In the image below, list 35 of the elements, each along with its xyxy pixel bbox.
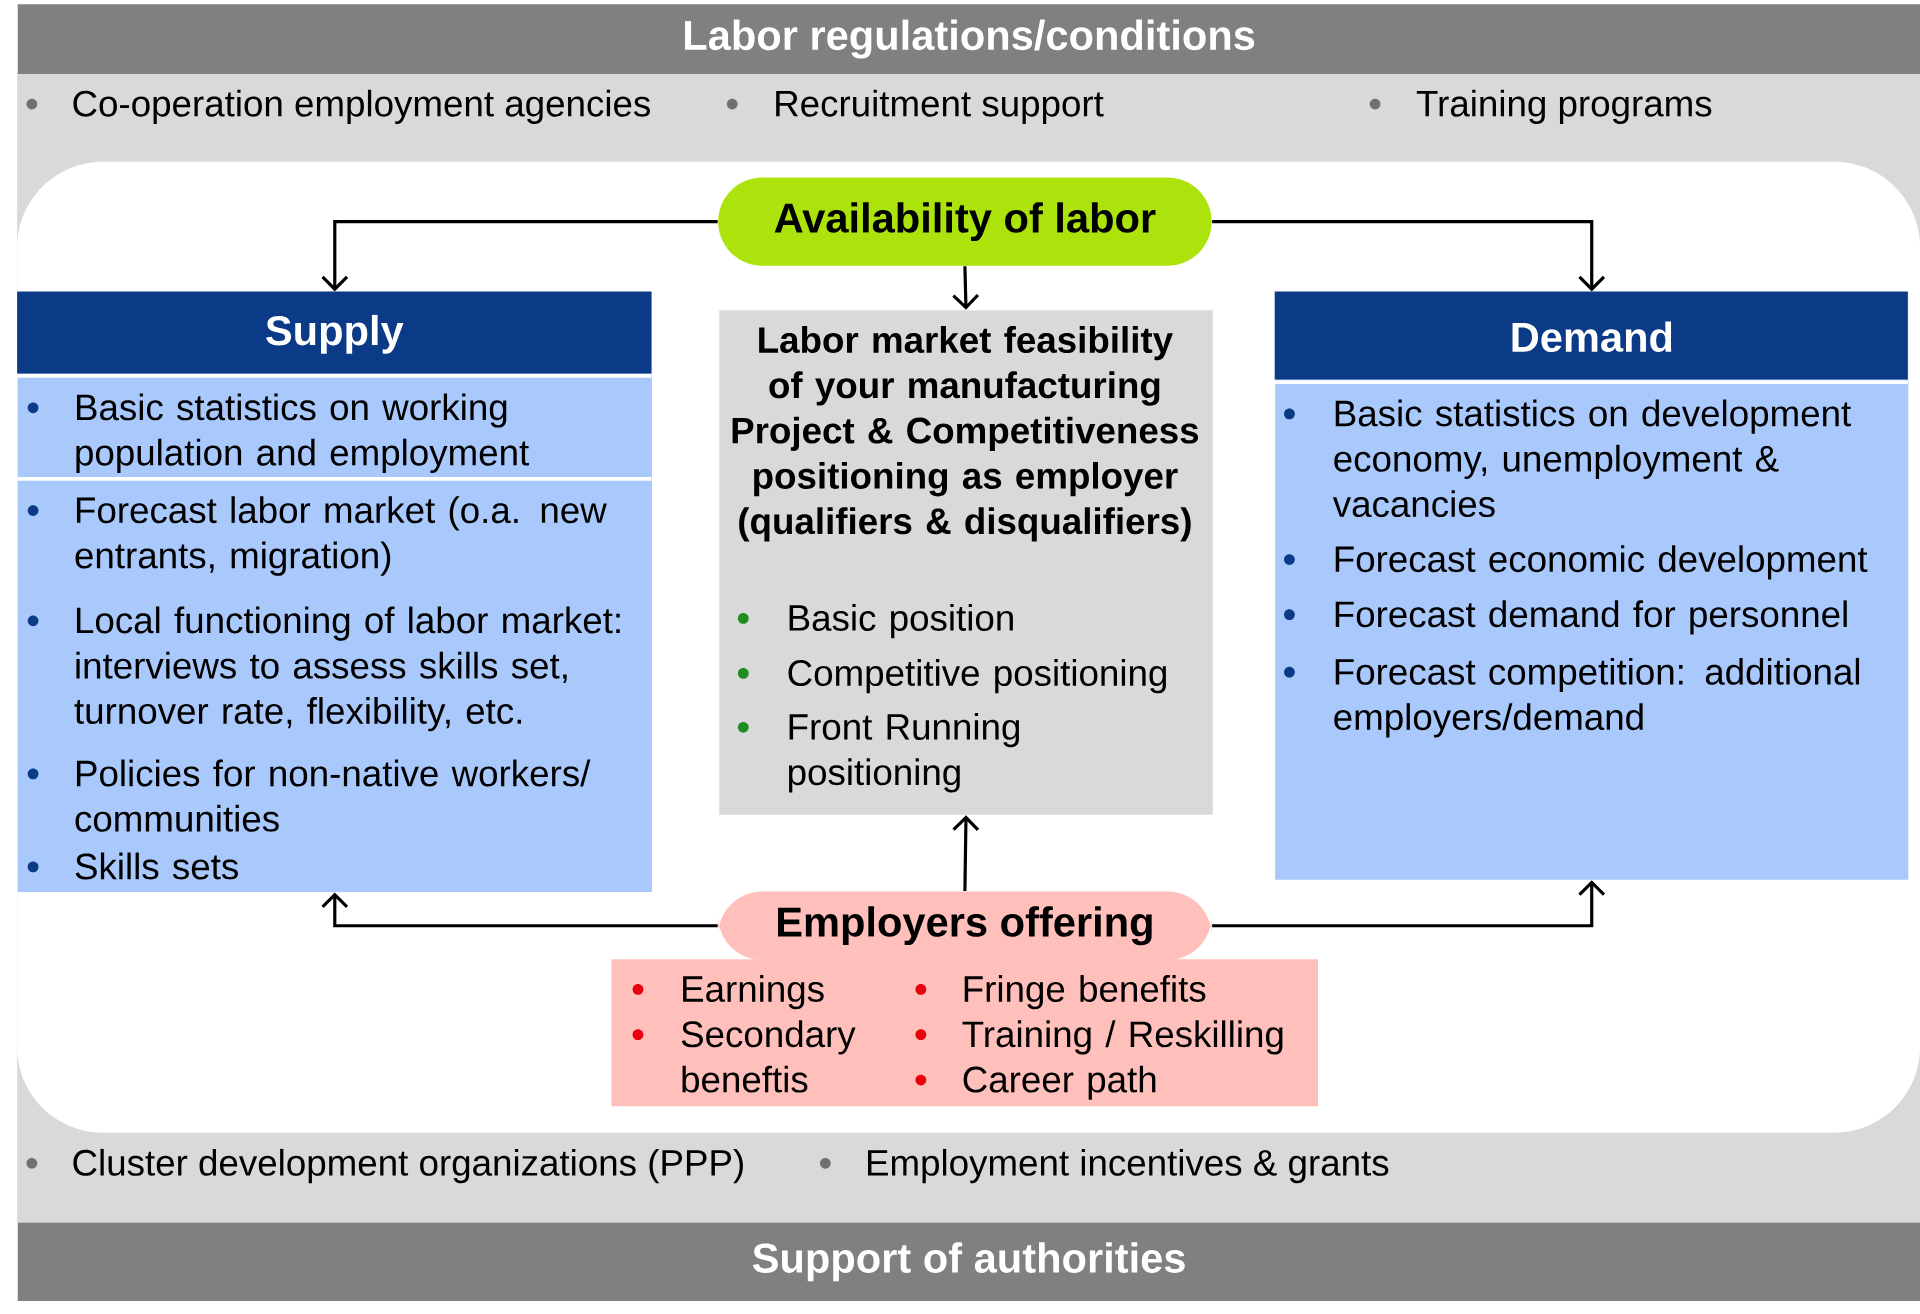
list-item: Cluster development organizations (PPP) <box>26 1148 743 1184</box>
list-item: Competitive positioning <box>737 659 1166 694</box>
arrow <box>952 815 980 892</box>
list-item: Training / Reskilling <box>915 1020 1283 1055</box>
list-item: Employment incentives & grants <box>819 1148 1389 1184</box>
list-item: Forecast demand for personnel <box>1284 600 1847 635</box>
list-item: Policies for non-native workers/ communities <box>27 759 591 832</box>
arrow <box>321 220 718 292</box>
title-bar: Labor regulations/conditions <box>17 4 1920 75</box>
arrow <box>321 892 718 928</box>
title-bar: Support of authorities <box>17 1222 1920 1301</box>
list-item: Career path <box>915 1065 1156 1100</box>
list-item: Co-operation employment agencies <box>26 89 650 124</box>
list-item: Local functioning of labor market: interviews to assess skills set, turnover rate, flexibility, etc. <box>27 606 620 732</box>
list-item: Training programs <box>1369 89 1712 124</box>
pill-label: Employers offering <box>718 891 1212 961</box>
arrow <box>1212 220 1606 292</box>
list-item: Forecast competition: additional employers/demand <box>1284 657 1860 738</box>
list-item: Forecast economic development <box>1284 545 1868 580</box>
list-item: Earnings <box>632 975 824 1010</box>
list-item: Basic statistics on development economy, unemployment & vacancies <box>1284 399 1851 518</box>
list-item: Fringe benefits <box>915 975 1206 1010</box>
pill-label: Availability of labor <box>718 177 1212 266</box>
list-item: Basic statistics on working population and employment <box>27 393 529 473</box>
list-item: Forecast labor market (o.a. new entrants, migration) <box>27 496 607 576</box>
list-panel <box>611 959 1319 1107</box>
info-panel: Supply Basic statistics on working population and employment Forecast labor market (o.a. new entrants, migration) Local functioning of labor market: interviews to assess skills set, turnover rate, flexibility, etc. Policies for non-native workers/ communities Skills sets <box>15 291 654 892</box>
arrow <box>1212 880 1606 928</box>
info-panel: Labor market feasibility of your manufacturing Project & Competitiveness positioning as employer (qualifiers & disqualifiers) Basic position Competitive positioning Front Running positioning <box>719 310 1213 815</box>
list-item: Basic position <box>737 604 1013 639</box>
info-panel: Demand Basic statistics on development economy, unemployment & vacancies Forecast economic development Forecast demand for personnel Forecast competition: additional employers/demand <box>1274 291 1909 880</box>
list-item: Front Running positioning <box>737 713 1019 793</box>
list-item: Skills sets <box>27 852 238 880</box>
list-item: Recruitment support <box>726 89 1104 124</box>
list-item: Secondary beneftis <box>632 1020 856 1093</box>
